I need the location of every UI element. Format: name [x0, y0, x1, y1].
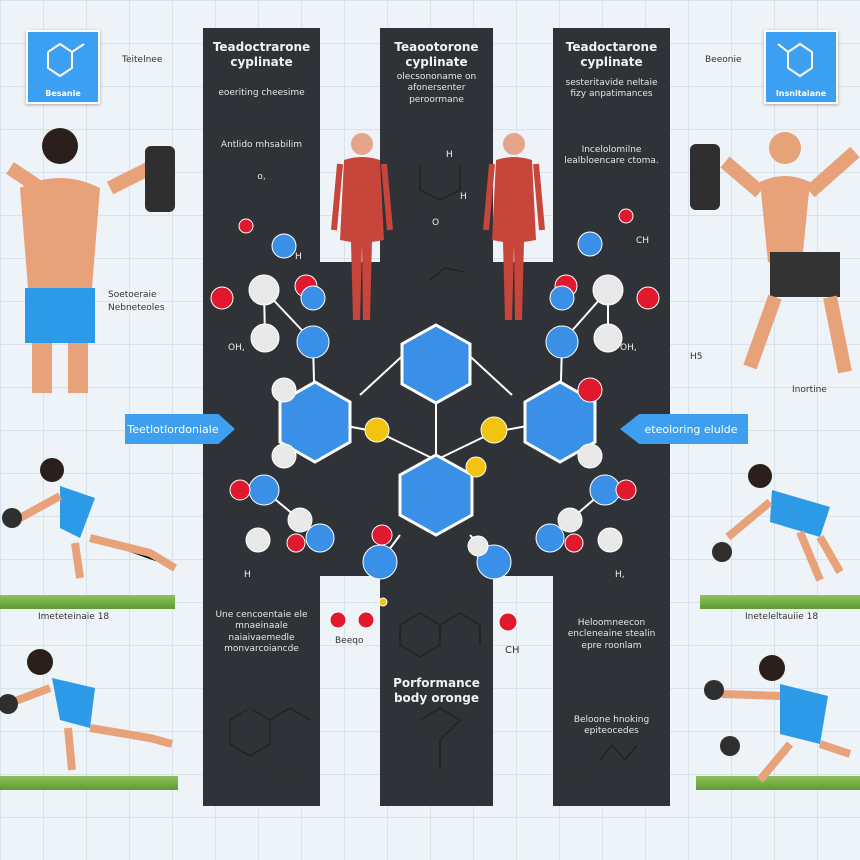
left-panel-bottom-text: Une cencoentaie ele mnaeinaale naiaivaem…: [215, 610, 308, 654]
left-panel-title: Teadoctrarone cyplinate: [212, 40, 311, 69]
left-grass-2: [0, 776, 178, 790]
center-panel-title: Teaootorone cyplinate: [394, 40, 479, 69]
right-panel-bottom-text: Heloomneecon encleneaine stealin epre ro…: [567, 618, 656, 651]
right-panel-sub1: sesteritavide neltaie fizy anpatimances: [565, 78, 658, 100]
left-panel-sub3: o,: [257, 172, 266, 182]
left-bottom-tag: Imeteteinaie 18: [38, 612, 110, 622]
chem-label-rh: H: [295, 252, 302, 262]
left-top-tag: Teitelnee: [122, 55, 163, 65]
chem-label-rh2: H: [460, 192, 467, 202]
right-panel-sub2: Incelolomilne lealbloencare ctoma.: [564, 145, 659, 167]
right-panel-title: Teadoctarone cyplinate: [565, 40, 658, 69]
left-panel-sub1: eoeriting cheesime: [218, 88, 305, 98]
left-mid-tag-2: Nebneteoles: [108, 303, 165, 313]
anatomy-figure-right: [483, 133, 545, 320]
molecule-icon: [47, 42, 85, 78]
right-top-tag: Beeonie: [705, 55, 742, 65]
right-grass-1: [700, 595, 860, 609]
right-arrow: eteoloring elulde: [620, 414, 748, 444]
runner-figure-left-1: [2, 458, 178, 579]
chem-label-oh: OH: [450, 600, 466, 611]
molecule-icon: [777, 42, 813, 78]
bodybuilder-back-figure: [6, 128, 175, 393]
atom-group: [210, 208, 660, 632]
right-mid-tag: Inortine: [792, 385, 827, 395]
right-arrow-label: eteoloring elulde: [644, 422, 738, 436]
right-bottom-tag: Ineteleltauiie 18: [745, 612, 819, 622]
chem-label-h-big: H: [240, 700, 254, 721]
runner-figure-left-2: [0, 649, 174, 771]
runner-figure-right-2: [704, 655, 852, 783]
chem-label-o: O: [432, 218, 440, 228]
left-arrow: Teetlotlordoniale: [125, 414, 235, 444]
left-grass-1: [0, 595, 175, 609]
chem-label-h-left: H: [244, 570, 251, 580]
right-icon-label: Insnitaiane: [775, 89, 827, 98]
left-panel-sub2: Antlido mhsabilim: [220, 140, 303, 150]
left-icon-label: Besanie: [45, 89, 81, 98]
runner-figure-right-1: [712, 464, 844, 582]
left-arrow-label: Teetlotlordoniale: [127, 422, 219, 436]
right-panel-bottom-sub: Beloone hnoking epiteocedes: [573, 715, 650, 737]
right-icon-box: Insnitaiane: [764, 30, 838, 104]
right-grass-2: [696, 776, 860, 790]
chem-label-oh-right: OH,: [620, 343, 637, 353]
chem-label-bonds: Beeqo: [335, 636, 364, 646]
chem-label-h-right: H,: [615, 570, 625, 580]
left-mid-tag: Soetoeraie: [108, 290, 157, 300]
chem-label-h-small: H: [446, 150, 453, 160]
left-icon-box: Besanie: [26, 30, 100, 104]
chem-label-oh-left: OH,: [228, 343, 245, 353]
chem-label-cd2: HO,: [568, 772, 587, 783]
chem-label-ch-mid: CH: [505, 645, 520, 656]
chem-label-ch-small: CH: [285, 766, 301, 779]
center-panel-bottom-title: Porformance body oronge: [393, 676, 480, 705]
chem-label-h5: H5: [690, 352, 703, 362]
anatomy-figure-left: [331, 133, 393, 320]
center-panel-sub1: olecsononame on afonersenter peroormane: [396, 72, 477, 105]
chem-label-cd: CH: [636, 236, 650, 246]
bodybuilder-front-figure: [690, 132, 860, 374]
